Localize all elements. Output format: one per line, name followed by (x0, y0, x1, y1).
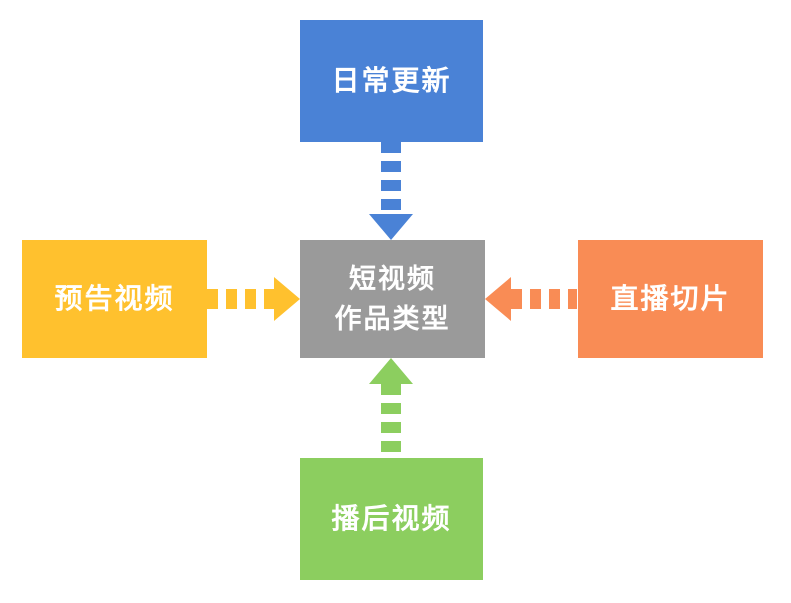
arrow-head-up-icon (369, 358, 413, 384)
node-post-broadcast-video: 播后视频 (300, 458, 483, 580)
node-live-clip: 直播切片 (578, 240, 763, 358)
arrow-head-right-icon (274, 277, 300, 321)
node-center-video-types-label: 短视频 作品类型 (334, 263, 451, 335)
arrow-top-to-center (369, 142, 413, 240)
node-live-clip-label: 直播切片 (610, 283, 731, 314)
arrow-shaft (207, 289, 274, 309)
arrow-right-to-center (485, 277, 577, 321)
arrow-shaft (511, 289, 577, 309)
node-post-broadcast-video-label: 播后视频 (331, 503, 452, 534)
node-preview-video-label: 预告视频 (54, 283, 175, 314)
arrow-head-down-icon (369, 214, 413, 240)
arrow-left-to-center (207, 277, 300, 321)
arrow-shaft (381, 142, 401, 214)
node-preview-video: 预告视频 (22, 240, 207, 358)
node-center-video-types: 短视频 作品类型 (300, 240, 485, 358)
node-daily-update-label: 日常更新 (331, 65, 452, 96)
arrow-bottom-to-center (369, 358, 413, 458)
arrow-head-left-icon (485, 277, 511, 321)
node-daily-update: 日常更新 (300, 20, 483, 142)
arrow-shaft (381, 384, 401, 458)
